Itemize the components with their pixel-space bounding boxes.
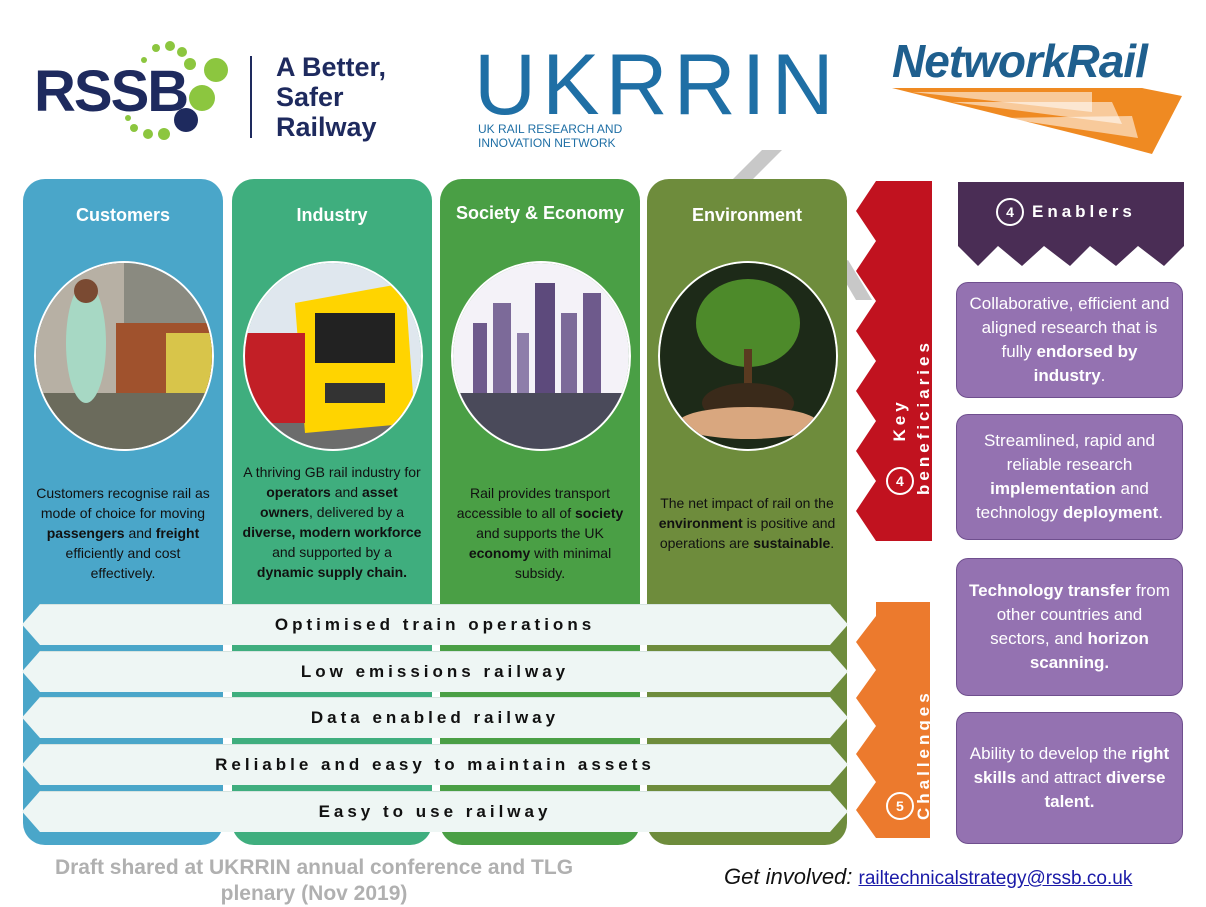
rssb-divider	[250, 56, 252, 138]
email-link[interactable]: railtechnicalstrategy@rssb.co.uk	[858, 868, 1133, 889]
train-photo-icon	[243, 261, 423, 451]
challenges-text: Challenges	[914, 689, 933, 820]
key-beneficiaries-label: 4 Key beneficiaries	[886, 250, 934, 495]
tree-in-hands-photo-icon	[658, 261, 838, 451]
networkrail-arrow-icon	[892, 88, 1182, 154]
challenge-bar: Reliable and easy to maintain assets	[22, 744, 848, 785]
key-beneficiaries-banner	[856, 181, 932, 541]
column-description: The net impact of rail on the environmen…	[658, 495, 836, 551]
ukrrin-logo: UKRRIN	[474, 37, 840, 133]
column-title: Society & Economy	[455, 203, 625, 223]
challenge-bar: Low emissions railway	[22, 651, 848, 692]
column-title: Environment	[691, 205, 802, 225]
column-description: A thriving GB rail industry for operator…	[242, 464, 422, 580]
challenge-label: Low emissions railway	[300, 662, 570, 681]
city-crowd-photo-icon	[451, 261, 631, 451]
challenges-banner	[856, 602, 930, 838]
challenges-side-label: 5 Challenges	[886, 650, 934, 820]
get-involved: Get involved: railtechnicalstrategy@rssb…	[724, 864, 1132, 890]
challenge-bar: Data enabled railway	[22, 697, 848, 738]
challenge-bar: Optimised train operations	[22, 604, 848, 645]
column-description: Rail provides transport accessible to al…	[456, 485, 624, 581]
passengers-and-freight-photo-icon	[34, 261, 214, 451]
challenges-number: 5	[886, 792, 914, 820]
key-beneficiaries-number: 4	[886, 467, 914, 495]
column-description: Customers recognise rail as mode of choi…	[36, 485, 210, 581]
enabler-box: Ability to develop the right skills and …	[956, 712, 1183, 844]
challenge-label: Easy to use railway	[318, 802, 552, 821]
draft-note: Draft shared at UKRRIN annual conference…	[54, 856, 574, 905]
column-title: Industry	[296, 205, 368, 225]
challenge-label: Reliable and easy to maintain assets	[215, 755, 655, 774]
enablers-text: Enablers	[1032, 202, 1136, 221]
challenge-label: Data enabled railway	[310, 708, 560, 727]
enablers-number: 4	[996, 198, 1024, 226]
challenge-bar: Easy to use railway	[22, 791, 848, 832]
rssb-tagline: A Better, Safer Railway	[276, 52, 387, 142]
challenge-label: Optimised train operations	[274, 615, 596, 634]
rssb-dots-icon	[125, 41, 228, 140]
enabler-box: Streamlined, rapid and reliable research…	[956, 414, 1183, 540]
enabler-box: Collaborative, efficient and aligned res…	[956, 282, 1183, 398]
enablers-title: 4 Enablers	[996, 198, 1136, 226]
get-involved-label: Get involved:	[724, 864, 853, 889]
rssb-logo: RSSB	[34, 59, 189, 124]
enabler-box: Technology transfer from other countries…	[956, 558, 1183, 696]
column-title: Customers	[75, 205, 171, 225]
ukrrin-subtitle: UK RAIL RESEARCH AND INNOVATION NETWORK	[478, 122, 623, 150]
networkrail-logo: NetworkRail	[892, 35, 1148, 87]
